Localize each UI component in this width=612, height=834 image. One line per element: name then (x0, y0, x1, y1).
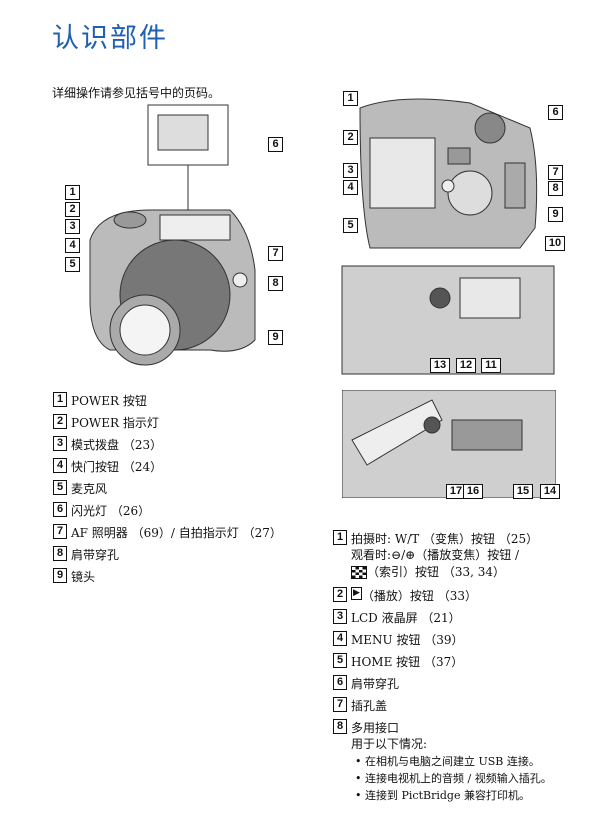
list-item: 7 AF 照明器 （69）/ 自拍指示灯 （27） (53, 524, 282, 546)
item-text: AF 照明器 （69）/ 自拍指示灯 （27） (71, 526, 282, 540)
list-item: 4 快门按钮 （24） (53, 458, 282, 480)
callout-r3: 3 (343, 163, 358, 178)
callout-r13: 13 (430, 358, 450, 373)
intro-text: 详细操作请参见括号中的页码。 (52, 86, 221, 100)
list-item: 6 闪光灯 （26） (53, 502, 282, 524)
item-number: 3 (53, 436, 67, 451)
list-item: 2 POWER 指示灯 (53, 414, 282, 436)
callout-r14: 14 (540, 484, 560, 499)
list-item: 5 麦克风 (53, 480, 282, 502)
index-icon (351, 566, 367, 579)
callout-r15: 15 (513, 484, 533, 499)
item-text: 观看时: (351, 548, 392, 562)
item-text: 肩带穿孔 (71, 548, 120, 562)
item-number: 4 (53, 458, 67, 473)
item-text: LCD 液晶屏 （21） (351, 611, 461, 625)
item-text: 闪光灯 （26） (71, 504, 151, 518)
item-text: 插孔盖 (351, 699, 388, 713)
callout-r5: 5 (343, 218, 358, 233)
list-item: 5 HOME 按钮 （37） (333, 653, 603, 675)
callout-r12: 12 (456, 358, 476, 373)
item-subline: 用于以下情况: (351, 737, 428, 751)
item-number: 6 (53, 502, 67, 517)
item-text: POWER 按钮 (71, 394, 147, 408)
callout-r4: 4 (343, 180, 358, 195)
item-text: HOME 按钮 （37） (351, 655, 464, 669)
zoom-out-icon: ⊖ (391, 548, 402, 562)
bullet-item: 连接到 PictBridge 兼容打印机。 (333, 787, 603, 804)
item-number: 7 (333, 697, 347, 712)
callout-5: 5 (65, 257, 80, 272)
callout-9: 9 (268, 330, 283, 345)
item-subline: 观看时:⊖/⊕（播放变焦）按钮 / (351, 548, 520, 562)
item-text: （播放）按钮 （33） (361, 589, 478, 603)
item-text: MENU 按钮 （39） (351, 633, 464, 647)
item-text: 模式拨盘 （23） (71, 438, 163, 452)
callout-r16: 16 (463, 484, 483, 499)
list-item: 3 模式拨盘 （23） (53, 436, 282, 458)
item-number: 2 (333, 587, 347, 602)
item-text: POWER 指示灯 (71, 416, 159, 430)
list-item: 3 LCD 液晶屏 （21） (333, 609, 603, 631)
callout-4: 4 (65, 238, 80, 253)
callout-r1: 1 (343, 91, 358, 106)
item-text: 快门按钮 （24） (71, 460, 163, 474)
callout-r8: 8 (548, 181, 563, 196)
callout-2: 2 (65, 202, 80, 217)
item-number: 2 (53, 414, 67, 429)
callout-8: 8 (268, 276, 283, 291)
item-number: 5 (53, 480, 67, 495)
item-text: （播放变焦）按钮 / (415, 548, 520, 562)
bullet-item: 连接电视机上的音频 / 视频输入插孔。 (333, 770, 603, 787)
item-number: 8 (53, 546, 67, 561)
item-number: 5 (333, 653, 347, 668)
item-number: 8 (333, 719, 347, 734)
item-text: （索引）按钮 （33, 34） (367, 565, 505, 579)
bullet-item: 在相机与电脑之间建立 USB 连接。 (333, 753, 603, 770)
list-item: 2 ▶（播放）按钮 （33） (333, 587, 603, 609)
item-number: 7 (53, 524, 67, 539)
callout-1: 1 (65, 185, 80, 200)
camera-front-illustration (89, 104, 256, 366)
item-number: 4 (333, 631, 347, 646)
page-title: 认识部件 (52, 23, 168, 54)
callout-7: 7 (268, 246, 283, 261)
callout-r9: 9 (548, 207, 563, 222)
callout-r17: 17 (446, 484, 466, 499)
item-text: 拍摄时: W/T （变焦）按钮 （25） (351, 532, 539, 546)
item-number: 1 (53, 392, 67, 407)
playback-icon: ▶ (351, 587, 362, 600)
item-text: 肩带穿孔 (351, 677, 400, 691)
list-item: 8 肩带穿孔 (53, 546, 282, 568)
item-number: 3 (333, 609, 347, 624)
item-number: 1 (333, 530, 347, 545)
callout-r7: 7 (548, 165, 563, 180)
item-text: 多用接口 (351, 721, 400, 735)
item-text: 麦克风 (71, 482, 108, 496)
list-item: 8 多用接口 用于以下情况: 在相机与电脑之间建立 USB 连接。 连接电视机上的… (333, 719, 603, 804)
callout-r11: 11 (481, 358, 501, 373)
callout-r6: 6 (548, 105, 563, 120)
list-item: 6 肩带穿孔 (333, 675, 603, 697)
callout-r2: 2 (343, 130, 358, 145)
left-parts-list: 1 POWER 按钮 2 POWER 指示灯 3 模式拨盘 （23） 4 快门按钮 （2… (53, 392, 282, 590)
list-item: 9 镜头 (53, 568, 282, 590)
callout-r10: 10 (545, 236, 565, 251)
item-text: 镜头 (71, 570, 96, 584)
zoom-in-icon: ⊕ (405, 548, 416, 562)
camera-bottom-open-illustration (342, 390, 556, 498)
list-item: 7 插孔盖 (333, 697, 603, 719)
item-number: 6 (333, 675, 347, 690)
item-number: 9 (53, 568, 67, 583)
item-subline: （索引）按钮 （33, 34） (333, 564, 603, 581)
list-item: 1 POWER 按钮 (53, 392, 282, 414)
camera-back-illustration (341, 98, 555, 375)
list-item: 4 MENU 按钮 （39） (333, 631, 603, 653)
callout-6: 6 (268, 137, 283, 152)
callout-3: 3 (65, 219, 80, 234)
